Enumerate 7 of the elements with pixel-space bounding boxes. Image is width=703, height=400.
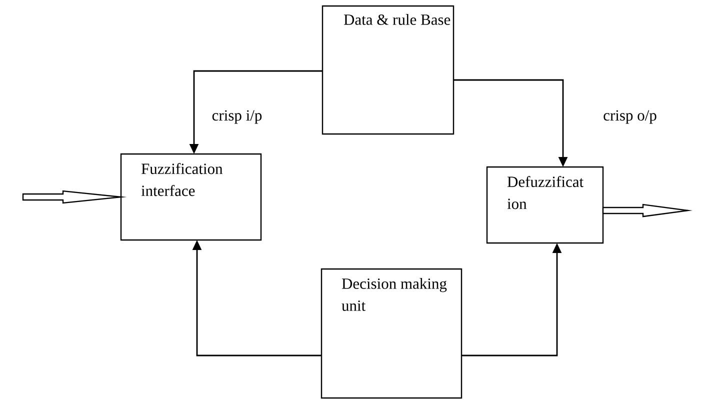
- hollow-arrow: [602, 204, 693, 218]
- process-box: Data & rule Base: [322, 5, 454, 135]
- process-box: Defuzzificat ion: [486, 166, 604, 244]
- process-box: Fuzzification interface: [120, 153, 262, 241]
- process-box: Decision making unit: [320, 268, 462, 399]
- edge-label: crisp i/p: [210, 109, 264, 125]
- edge-label: crisp o/p: [602, 109, 658, 125]
